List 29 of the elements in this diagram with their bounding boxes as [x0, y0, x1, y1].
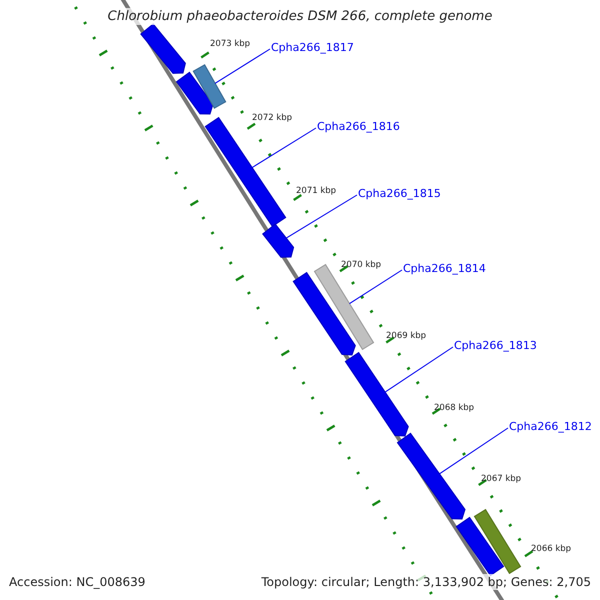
gene-feature — [176, 72, 214, 114]
gene-bar — [192, 64, 226, 109]
leader-line — [214, 48, 270, 84]
gene-label: Cpha266_1816 — [317, 120, 400, 133]
gene-label: Cpha266_1817 — [271, 41, 354, 54]
tick-label: 2067 kbp — [481, 474, 522, 484]
leader-line — [286, 194, 358, 239]
tick-label: 2066 kbp — [531, 544, 572, 554]
tick-label: 2072 kbp — [252, 113, 292, 123]
leader-line — [439, 428, 508, 474]
gene-feature — [396, 432, 466, 520]
tick-label: 2068 kbp — [434, 403, 474, 413]
tick-label: 2070 kbp — [341, 260, 382, 270]
tick-label: 2071 kbp — [296, 186, 336, 196]
gene-feature — [344, 352, 409, 437]
gene-label: Cpha266_1813 — [454, 339, 537, 352]
gene-feature — [292, 272, 356, 356]
gene-label: Cpha266_1815 — [358, 187, 441, 200]
gene-bar — [456, 516, 504, 576]
tick-label: 2073 kbp — [210, 39, 250, 49]
leader-line — [349, 270, 402, 304]
gene-feature — [262, 223, 294, 258]
gene-label: Cpha266_1814 — [403, 262, 486, 275]
leader-line — [384, 346, 454, 393]
gene-label: Cpha266_1812 — [509, 420, 592, 433]
leader-line — [252, 128, 316, 168]
tick-label: 2069 kbp — [386, 331, 426, 341]
gene-feature — [140, 23, 186, 74]
gene-bar — [474, 508, 522, 574]
